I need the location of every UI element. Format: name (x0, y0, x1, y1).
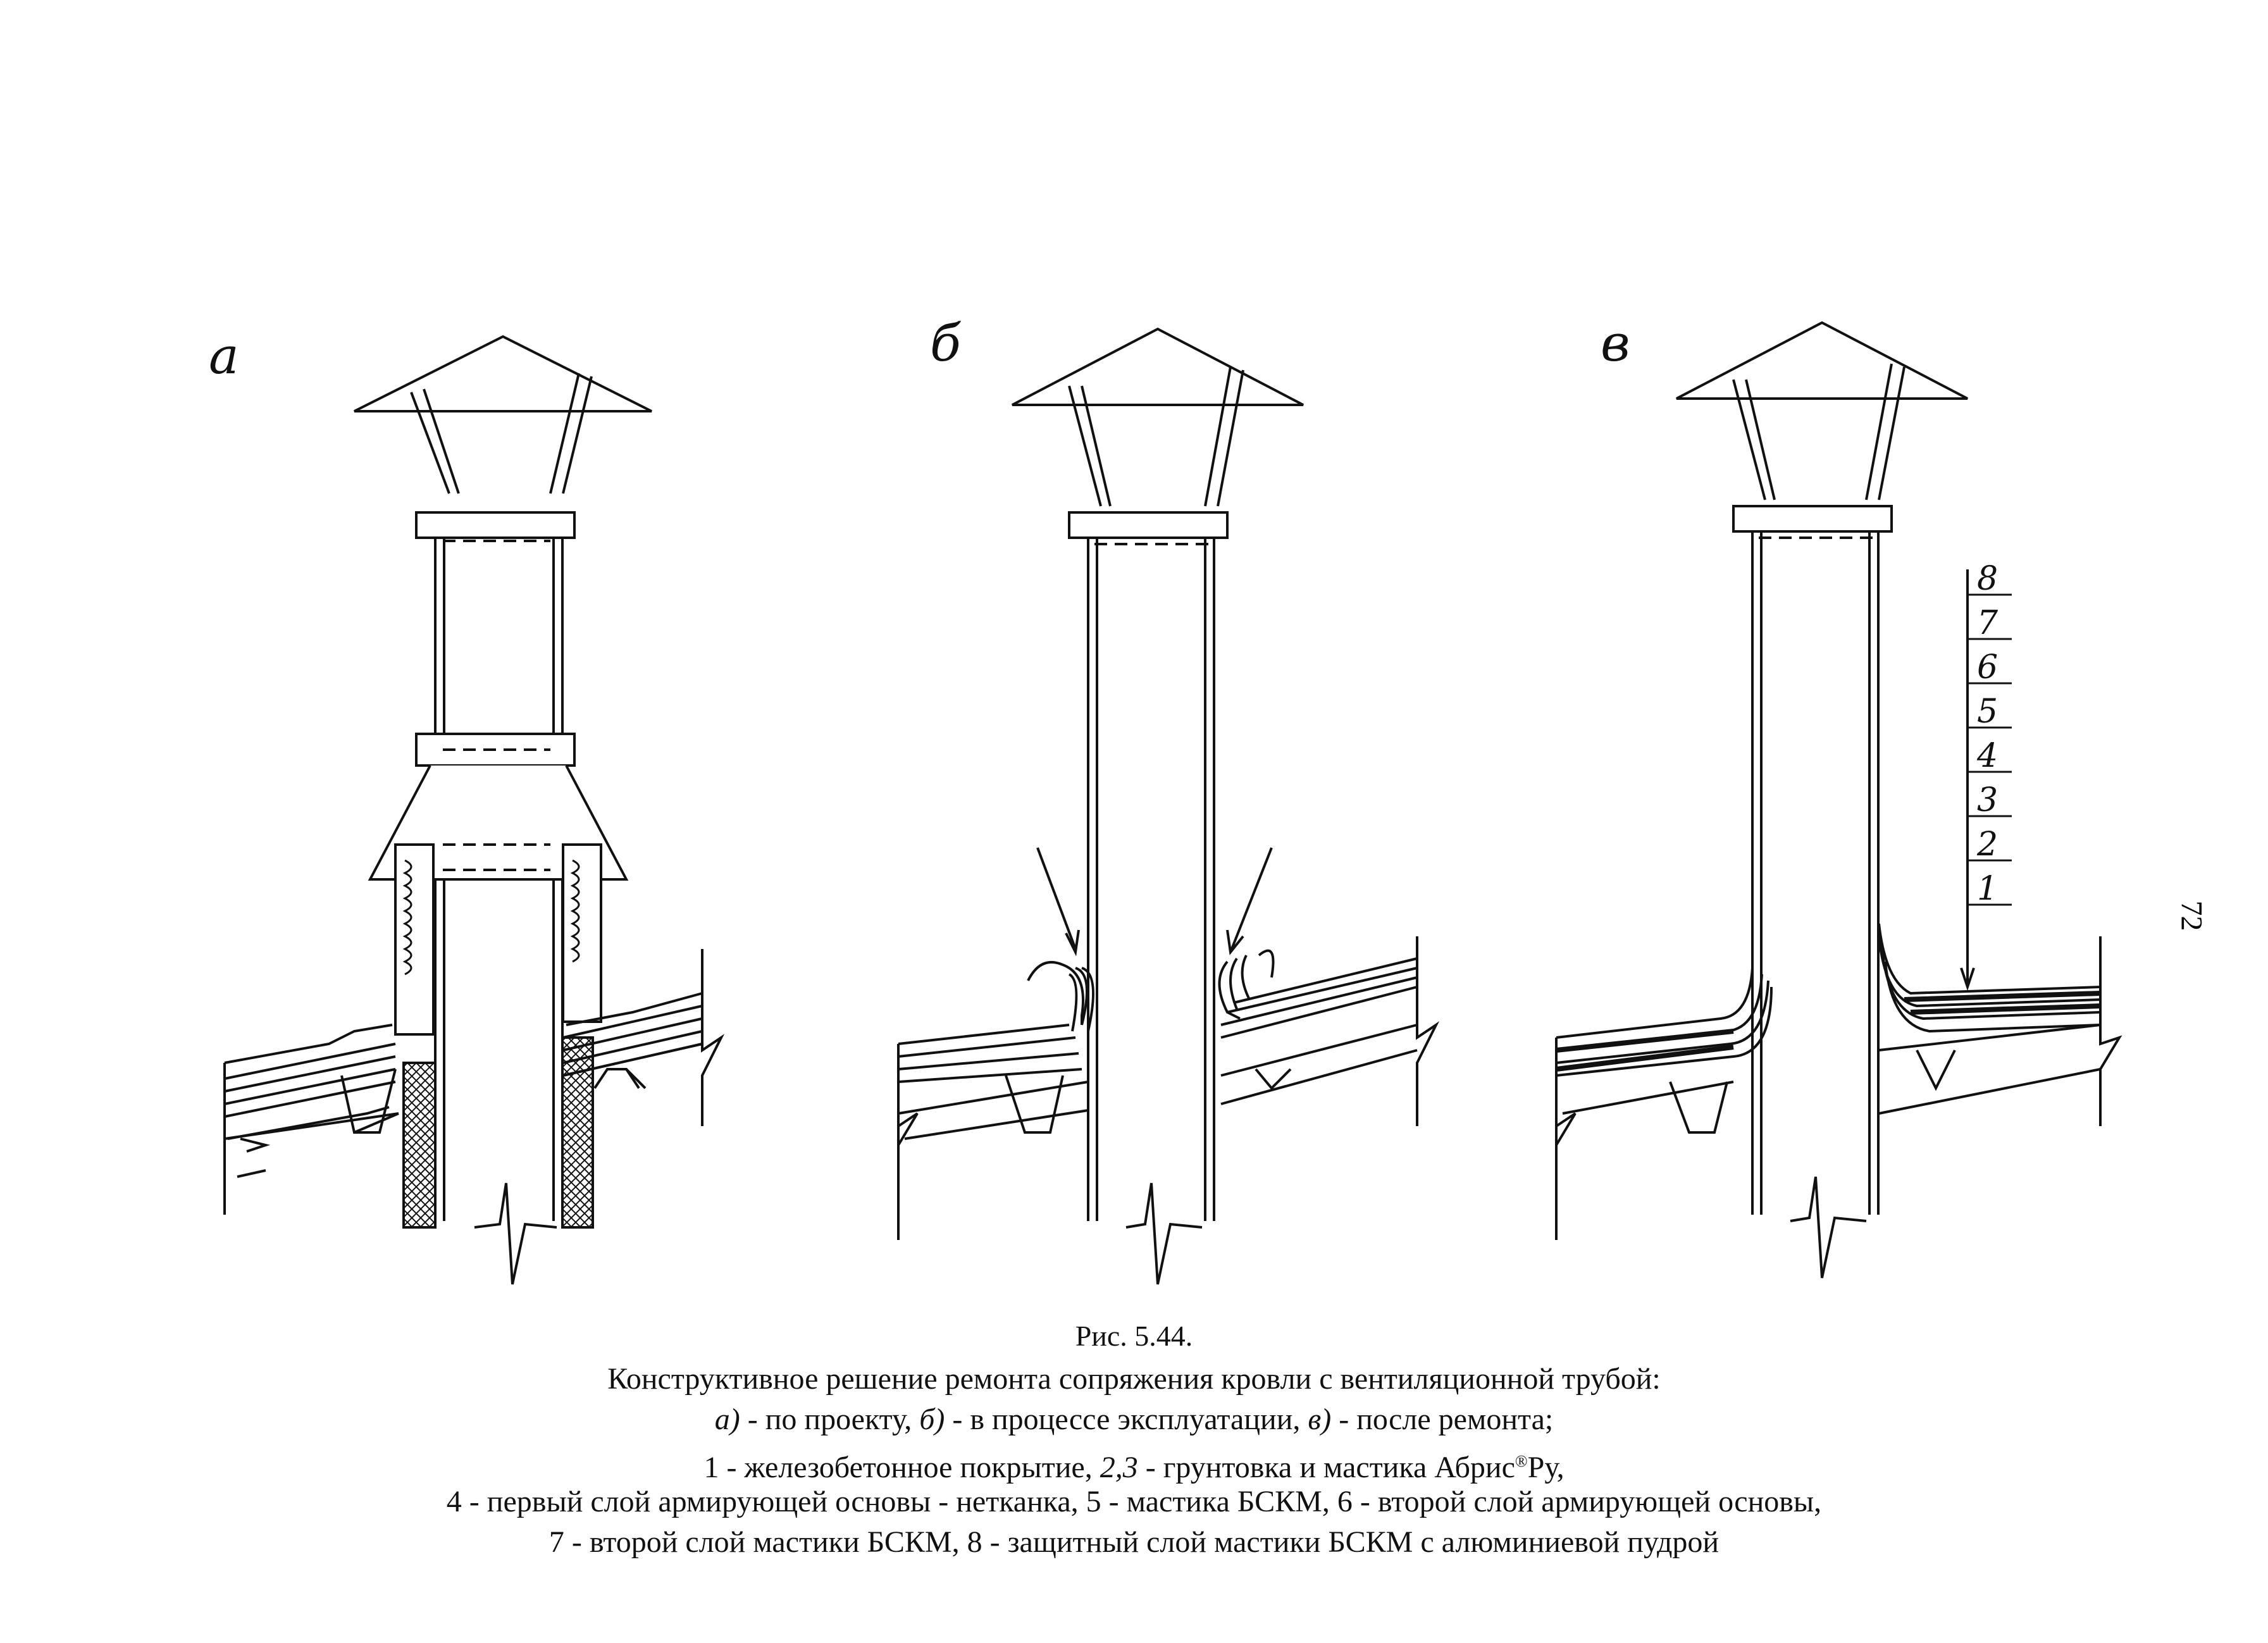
panel-c-label: в (1601, 314, 1630, 373)
panel-b-roof-left (897, 1024, 1089, 1240)
layer-number-6: 6 (1977, 648, 1998, 686)
panel-a-insulation-right (562, 843, 602, 1023)
panel-b-label: б (930, 314, 962, 373)
panel-b-arrow-right (1226, 847, 1273, 955)
layer-number-7: 7 (1977, 604, 1998, 642)
layer-number-3: 3 (1977, 781, 1998, 819)
caption-a-text: - по проекту, (740, 1403, 920, 1436)
caption-legend-1-part1: 1 - железобетонное покрытие, (703, 1451, 1100, 1484)
panel-a-cap (354, 335, 652, 412)
caption-legend-1-part3: - грунтовка и мастика Абрис (1137, 1451, 1515, 1484)
caption-legend-1-part4: Ру, (1527, 1451, 1565, 1484)
panel-a-clamp-top (415, 511, 576, 539)
layer-number-5: 5 (1977, 693, 1998, 731)
caption-c-label: в) (1308, 1403, 1332, 1436)
panel-a-roof-right (562, 949, 725, 1126)
panel-c-clamp-top (1732, 505, 1893, 533)
panel-c-cap (1676, 321, 1968, 400)
caption-variants: а) - по проекту, б) - в процессе эксплуа… (0, 1399, 2268, 1440)
panel-c-pipe (1751, 531, 1880, 1215)
panel-b-drawing: б (897, 314, 1440, 1285)
panel-a-sleeve-right (561, 1036, 594, 1229)
panel-c-membrane-left (1556, 936, 1773, 1077)
caption-legend-2: 4 - первый слой армирующей основы - нетк… (446, 1485, 1822, 1518)
caption-a-label: а) (714, 1403, 740, 1436)
figure-number: Рис. 5.44. (1075, 1320, 1193, 1352)
layer-number-8: 8 (1977, 560, 1998, 598)
panel-b-clamp-top (1068, 511, 1229, 539)
caption-title: Конструктивное решение ремонта сопряжени… (607, 1362, 1661, 1396)
panel-b-pipe (1087, 538, 1215, 1221)
panel-a-label: а (209, 326, 239, 385)
panel-b-roof-right (1220, 957, 1418, 1077)
panel-a-insulation-left (394, 843, 435, 1036)
layer-number-1: 1 (1977, 870, 1998, 908)
panel-b-cap (1012, 327, 1304, 406)
caption-legend-3: 7 - второй слой мастики БСКМ, 8 - защитн… (548, 1525, 1720, 1559)
caption-b-text: - в процессе эксплуатации, (945, 1403, 1308, 1436)
caption-legend-1: 1 - железобетонное покрытие, 2,3 - грунт… (0, 1441, 2268, 1488)
registered-mark: ® (1515, 1452, 1528, 1470)
caption-c-text: - после ремонта; (1331, 1403, 1554, 1436)
panel-a-drawing: а (209, 326, 725, 1285)
page-number: 72 (2174, 900, 2209, 931)
panel-b-arrow-left (1036, 847, 1080, 957)
layer-number-4: 4 (1976, 737, 1998, 775)
panel-a-sleeve-left (402, 1062, 437, 1229)
caption-b-label: б) (919, 1403, 945, 1436)
panel-a-roof-left (223, 1024, 399, 1215)
layer-number-2: 2 (1976, 826, 1998, 864)
panel-c-membrane-right (1878, 923, 2101, 1033)
panel-c-drawing: в 8 7 6 5 4 3 2 1 (1555, 314, 2122, 1279)
caption-legend-1-part2: 2,3 (1100, 1451, 1138, 1484)
